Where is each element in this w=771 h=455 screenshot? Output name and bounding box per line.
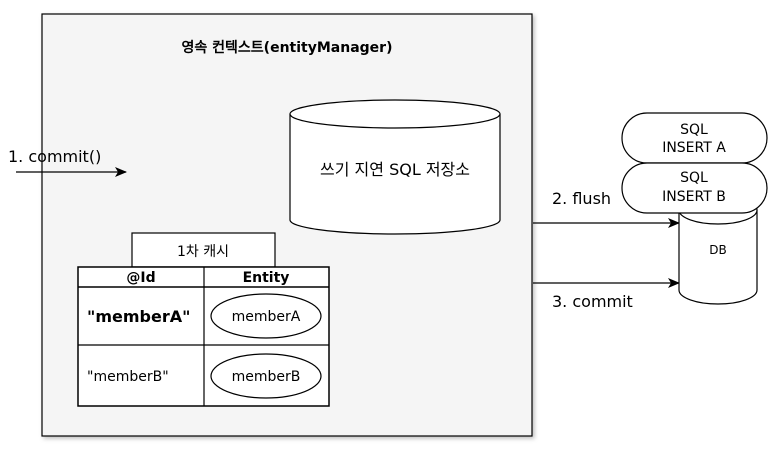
cache-header-entity: Entity [243, 270, 290, 286]
sql-insert-b-line1: SQL [680, 170, 708, 186]
entity-ellipse [210, 293, 322, 339]
commit-arrow: 3. commit [533, 278, 680, 311]
commit-label: 3. commit [552, 292, 633, 311]
cache-id-cell: "memberB" [87, 369, 169, 385]
write-behind-sql-store-label: 쓰기 지연 SQL 저장소 [320, 160, 470, 179]
cache-entity-cell: memberA [232, 309, 301, 325]
sql-insert-a-line1: SQL [680, 122, 708, 138]
flush-arrow: 2. flush [533, 189, 680, 228]
sql-insert-a-line2: INSERT A [662, 140, 726, 156]
cache-table: @Id Entity "memberA" memberA "memberB" m… [77, 266, 330, 407]
cache-tab-label: 1차 캐시 [177, 244, 229, 260]
cache-header-id: @Id [126, 270, 155, 286]
flush-label: 2. flush [552, 189, 611, 208]
first-level-cache: 1차 캐시 @Id Entity "memberA" memberA "memb… [77, 232, 330, 407]
commit-in-label: 1. commit() [8, 147, 101, 166]
database-label: DB [709, 243, 726, 257]
table-row: "memberB" memberB [87, 353, 322, 399]
table-row: "memberA" memberA [87, 293, 322, 339]
entity-ellipse [210, 353, 322, 399]
sql-insert-b-line2: INSERT B [662, 189, 726, 205]
persistence-context-title: 영속 컨텍스트(entityManager) [182, 39, 393, 56]
cache-id-cell: "memberA" [87, 307, 190, 326]
cache-entity-cell: memberB [232, 369, 301, 385]
sql-insert-a: SQL INSERT A [621, 112, 768, 164]
sql-queue: SQL INSERT A SQL INSERT B [621, 112, 768, 214]
write-behind-sql-store: 쓰기 지연 SQL 저장소 [289, 99, 501, 235]
sql-insert-b: SQL INSERT B [621, 162, 768, 214]
commit-in-arrow: 1. commit() [8, 147, 127, 177]
